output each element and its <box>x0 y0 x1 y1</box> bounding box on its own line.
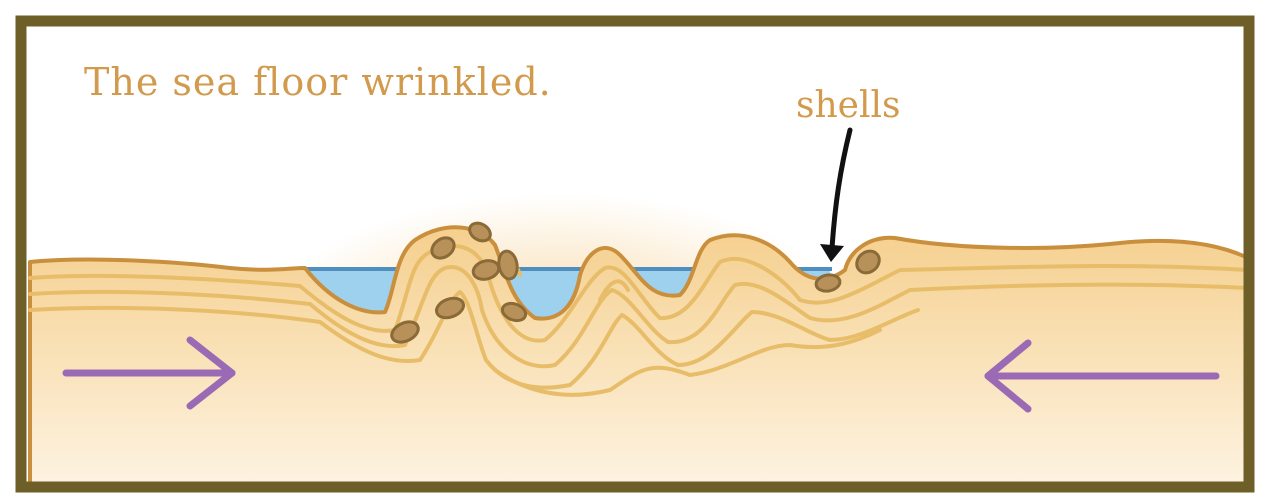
shell <box>468 221 492 243</box>
strata-lines <box>28 244 1250 397</box>
shell <box>855 249 881 275</box>
sand-body <box>28 225 1250 488</box>
shell <box>434 296 466 320</box>
arrow-left-icon <box>984 339 1220 413</box>
shells-pointer <box>820 127 853 262</box>
diagram-title: The sea floor wrinkled. <box>84 60 552 104</box>
shell <box>814 273 842 293</box>
shells-label: shells <box>796 85 900 126</box>
diagram-border <box>15 15 1255 493</box>
shell <box>430 236 456 260</box>
shell <box>390 320 420 344</box>
arrow-right-icon <box>62 336 236 410</box>
shell-group <box>390 221 881 344</box>
shell <box>500 301 528 323</box>
shell <box>497 249 519 281</box>
